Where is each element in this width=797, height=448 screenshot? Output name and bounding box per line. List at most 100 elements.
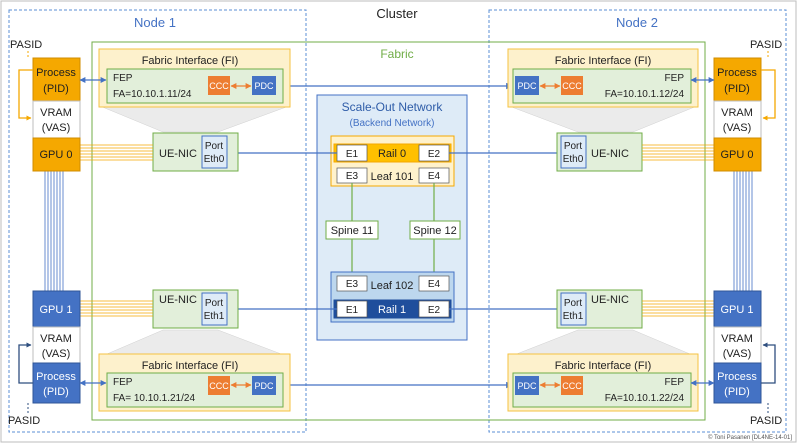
rail-0-label: Rail 0 — [378, 148, 406, 160]
gpu-0-label: GPU 0 — [720, 149, 753, 161]
vram-label: VRAM — [40, 333, 72, 345]
fi-title: Fabric Interface (FI) — [555, 55, 652, 67]
pdc-block — [252, 376, 276, 395]
spine-12 — [409, 220, 461, 240]
pdc-block — [515, 76, 539, 95]
gpu0-n1-nic-lanes — [80, 144, 153, 161]
gpu-1-label: GPU 1 — [39, 304, 72, 316]
pasid-loop-n2-top — [761, 69, 776, 121]
leaf101-e1-label: E1 — [346, 149, 359, 160]
n1-bottom-host-stack: GPU 1 VRAM (VAS) Process (PID) — [32, 290, 81, 404]
pdc-block — [515, 376, 539, 395]
process-block — [32, 362, 81, 404]
ccc-block — [561, 376, 583, 395]
pasid-label-n1-top: PASID — [10, 39, 42, 51]
gpu1-n1-nic-lanes — [80, 300, 153, 317]
eth-label: Eth0 — [204, 154, 225, 165]
vram-block — [713, 100, 762, 139]
process-label: Process — [717, 67, 757, 79]
leaf-102-label: Leaf 102 — [371, 280, 414, 292]
pdc-label: PDC — [517, 81, 537, 91]
port-label: Port — [564, 141, 583, 152]
ccc-label: CCC — [562, 381, 582, 391]
network-subtitle: (Backend Network) — [349, 118, 434, 129]
pasid-loop-n1-top — [18, 69, 33, 121]
gpu-0-block — [713, 137, 762, 172]
ue-nic-label: UE-NIC — [159, 294, 197, 306]
n1-gpu-interconnect — [44, 171, 64, 291]
nic-port — [201, 135, 228, 169]
rail-1-label: Rail 1 — [378, 304, 406, 316]
fabric-address: FA=10.10.1.22/24 — [605, 393, 685, 404]
fep-label: FEP — [665, 377, 685, 388]
fep-label: FEP — [665, 73, 685, 84]
spine-12-label: Spine 12 — [413, 225, 456, 237]
pasid-label-n2-top: PASID — [750, 39, 782, 51]
fabric-address: FA=10.10.1.12/24 — [605, 89, 685, 100]
copyright-note: © Toni Pasanen [DL4NE-14-01] — [708, 434, 792, 441]
process-label: Process — [717, 371, 757, 383]
eth-label: Eth1 — [204, 311, 225, 322]
gpu0-n2-nic-lanes — [642, 144, 714, 161]
pdc-block — [252, 76, 276, 95]
pid-label: (PID) — [724, 386, 750, 398]
pasid-loop-n1-bottom — [18, 342, 33, 384]
vas-label: (VAS) — [42, 122, 71, 134]
eth-label: Eth0 — [563, 154, 584, 165]
leaf101-e2-label: E2 — [428, 149, 441, 160]
pdc-label: PDC — [254, 81, 274, 91]
pdc-label: PDC — [254, 381, 274, 391]
ue-nic-n1-eth0: UE-NIC Port Eth0 — [152, 132, 239, 172]
node-2-title: Node 2 — [616, 15, 658, 30]
vas-label: (VAS) — [42, 348, 71, 360]
leaf102-e3-label: E3 — [346, 279, 359, 290]
process-label: Process — [36, 371, 76, 383]
ue-nic-n2-eth1: Port Eth1 UE-NIC — [556, 289, 643, 329]
cluster-title: Cluster — [376, 6, 418, 21]
leaf102-port-e4 — [418, 275, 450, 292]
gpu-1-label: GPU 1 — [720, 304, 753, 316]
spine-11 — [325, 220, 379, 240]
fi-title: Fabric Interface (FI) — [142, 360, 239, 372]
vram-block — [713, 326, 762, 364]
fabric-boundary — [91, 41, 706, 421]
ue-nic-label: UE-NIC — [591, 294, 629, 306]
vram-block — [32, 100, 81, 139]
pasid-label-n2-bottom: PASID — [750, 415, 782, 427]
ccc-block — [208, 76, 230, 95]
process-label: Process — [36, 67, 76, 79]
ue-nic-label: UE-NIC — [591, 148, 629, 160]
gpu-0-label: GPU 0 — [39, 149, 72, 161]
ue-nic-n1-eth1: UE-NIC Port Eth1 — [152, 289, 239, 329]
leaf101-e3-label: E3 — [346, 171, 359, 182]
pid-label: (PID) — [724, 83, 750, 95]
n2-top-host-stack: Process (PID) VRAM (VAS) GPU 0 — [713, 57, 762, 172]
pid-label: (PID) — [43, 386, 69, 398]
fabric-interface-n1-top: Fabric Interface (FI) FEP FA=10.10.1.11/… — [98, 48, 291, 108]
ccc-block — [561, 76, 583, 95]
network-title: Scale-Out Network — [342, 100, 444, 114]
vram-label: VRAM — [721, 107, 753, 119]
gpu-1-block — [32, 290, 81, 328]
ue-nic-n2-eth0: Port Eth0 UE-NIC — [556, 132, 643, 172]
gpu-1-block — [713, 290, 762, 328]
nic-port — [560, 135, 587, 169]
process-block — [713, 57, 762, 102]
node-2-boundary — [488, 9, 787, 433]
port-label: Port — [205, 298, 224, 309]
fabric-interface-n2-top: Fabric Interface (FI) FEP FA=10.10.1.12/… — [507, 48, 699, 108]
gpu-0-block — [32, 137, 81, 172]
port-label: Port — [564, 298, 583, 309]
leaf-101-label: Leaf 101 — [371, 171, 414, 183]
fep-label: FEP — [113, 73, 133, 84]
leaf102-e2-label: E2 — [428, 305, 441, 316]
fep-label: FEP — [113, 377, 133, 388]
fi-title: Fabric Interface (FI) — [142, 55, 239, 67]
ccc-block — [208, 376, 230, 395]
ccc-label: CCC — [562, 81, 582, 91]
n2-gpu-interconnect — [733, 171, 753, 291]
eth-label: Eth1 — [563, 311, 584, 322]
port-label: Port — [205, 141, 224, 152]
